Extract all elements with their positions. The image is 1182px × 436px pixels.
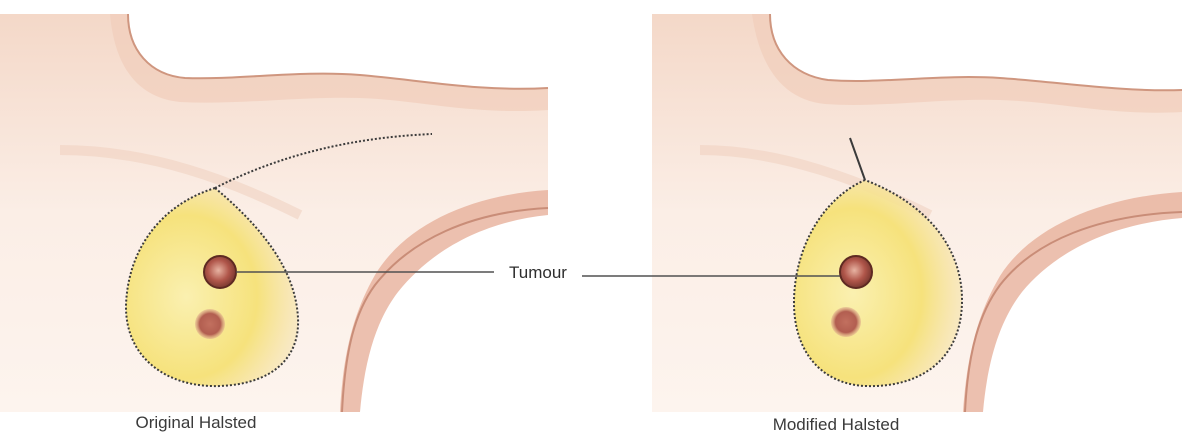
callout-label: Tumour xyxy=(509,263,567,282)
right-panel: Modified Halsted xyxy=(652,14,1182,434)
left-nipple xyxy=(195,309,225,339)
left-tumour xyxy=(204,256,236,288)
left-caption: Original Halsted xyxy=(136,413,257,432)
left-panel: Original Halsted xyxy=(0,14,548,432)
right-shoulder-shade xyxy=(752,14,1182,113)
left-shoulder-shade xyxy=(110,14,548,111)
right-nipple xyxy=(831,307,861,337)
right-caption: Modified Halsted xyxy=(773,415,900,434)
right-tumour xyxy=(840,256,872,288)
